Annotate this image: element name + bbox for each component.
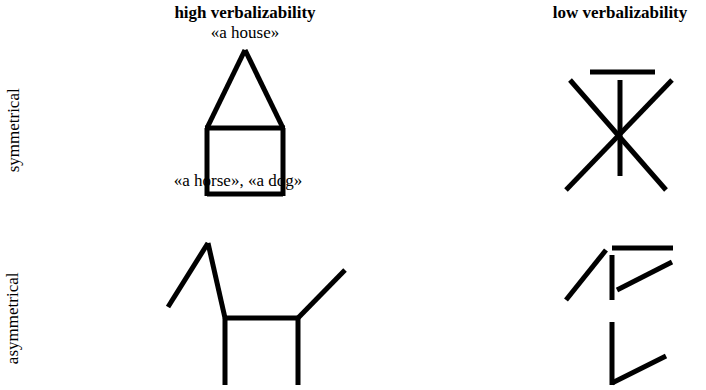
row-heading: asymmetrical [5, 272, 24, 364]
column-heading: low verbalizability [553, 4, 688, 23]
horse-figure [168, 243, 345, 385]
row-heading: symmetrical [5, 88, 24, 172]
figure-caption: «a house» [211, 24, 279, 43]
symmetric-abstract-figure [566, 72, 672, 190]
column-heading: high verbalizability [174, 4, 315, 23]
asymmetric-abstract-figure [566, 248, 673, 385]
figure-caption: «a horse», «a dog» [174, 172, 302, 191]
